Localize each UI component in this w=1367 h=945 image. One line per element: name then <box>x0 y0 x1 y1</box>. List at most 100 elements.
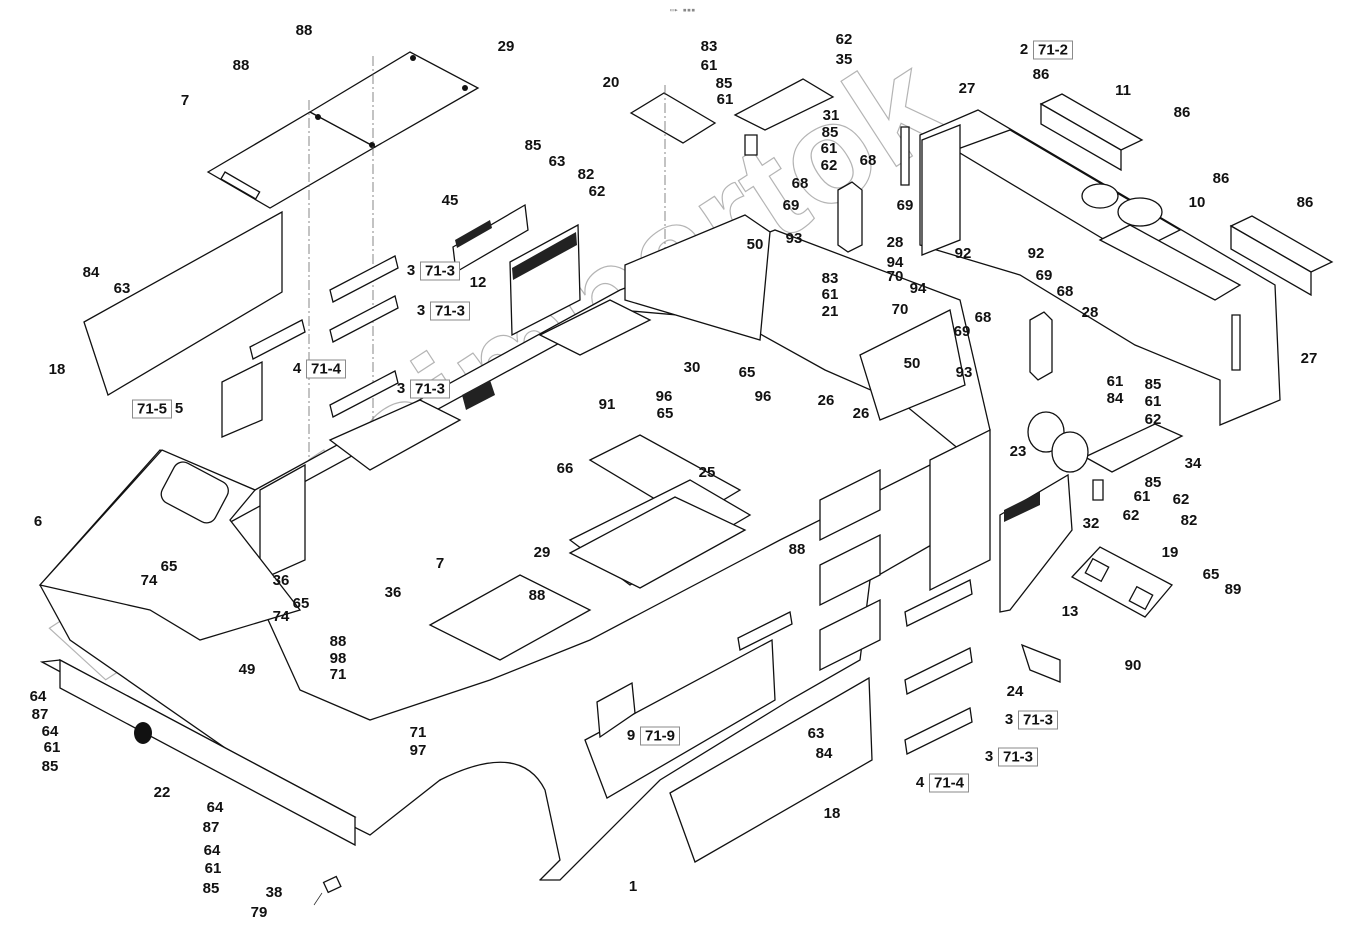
part-callout-83: 83 <box>821 270 839 287</box>
assembly-ref-box[interactable]: 71-9 <box>640 726 681 746</box>
part-callout-71: 71 <box>329 666 347 683</box>
part-callout-65: 65 <box>1202 566 1220 583</box>
part-callout-2: 2 <box>1019 41 1029 58</box>
part-callout-70: 70 <box>891 301 909 318</box>
rear-frame-2 <box>920 110 1280 425</box>
part-callout-96: 96 <box>754 388 772 405</box>
part-callout-94: 94 <box>886 254 904 271</box>
part-callout-64: 64 <box>41 723 59 740</box>
part-callout-64: 64 <box>29 688 47 705</box>
step-bracket-3-d <box>905 580 972 626</box>
bracket-4-a <box>250 320 305 359</box>
part-callout-6: 6 <box>33 513 43 530</box>
access-cover-9 <box>597 683 635 737</box>
part-callout-10: 10 <box>1188 194 1206 211</box>
part-callout-28: 28 <box>1081 304 1099 321</box>
bracket-32 <box>1093 480 1103 500</box>
assembly-ref-box[interactable]: 71-3 <box>410 379 451 399</box>
cover-plate-20 <box>631 93 715 143</box>
part-callout-86: 86 <box>1212 170 1230 187</box>
part-callout-61: 61 <box>1133 488 1151 505</box>
part-callout-34: 34 <box>1184 455 1202 472</box>
part-callout-36: 36 <box>384 584 402 601</box>
part-callout-3: 3 <box>396 380 406 397</box>
bracket-3-c <box>330 371 398 417</box>
part-callout-25: 25 <box>698 464 716 481</box>
plate-35 <box>735 79 833 130</box>
part-callout-64: 64 <box>203 842 221 859</box>
rear-bumper-22 <box>42 660 355 845</box>
part-callout-65: 65 <box>656 405 674 422</box>
assembly-ref-box[interactable]: 71-3 <box>998 747 1039 767</box>
part-callout-90: 90 <box>1124 657 1142 674</box>
part-callout-85: 85 <box>41 758 59 775</box>
part-callout-62: 62 <box>820 157 838 174</box>
part-callout-84: 84 <box>1106 390 1124 407</box>
part-callout-61: 61 <box>700 57 718 74</box>
assembly-ref-box[interactable]: 71-3 <box>420 261 461 281</box>
part-callout-29: 29 <box>497 38 515 55</box>
bracket-3-a <box>330 256 398 302</box>
part-callout-61: 61 <box>1144 393 1162 410</box>
plate-27-right <box>1232 315 1240 370</box>
part-callout-74: 74 <box>140 572 158 589</box>
part-callout-88: 88 <box>788 541 806 558</box>
part-callout-4: 4 <box>915 774 925 791</box>
part-callout-28: 28 <box>886 234 904 251</box>
part-callout-98: 98 <box>329 650 347 667</box>
box-10 <box>1231 216 1332 295</box>
part-callout-61: 61 <box>43 739 61 756</box>
assembly-ref-box[interactable]: 71-4 <box>929 773 970 793</box>
part-callout-92: 92 <box>1027 245 1045 262</box>
part-callout-63: 63 <box>113 280 131 297</box>
part-callout-87: 87 <box>202 819 220 836</box>
part-callout-62: 62 <box>588 183 606 200</box>
part-callout-4: 4 <box>292 360 302 377</box>
part-callout-89: 89 <box>1224 581 1242 598</box>
part-callout-7: 7 <box>435 555 445 572</box>
side-panel-18-left <box>84 212 282 395</box>
part-callout-65: 65 <box>292 595 310 612</box>
part-callout-85: 85 <box>1144 376 1162 393</box>
part-callout-71: 71 <box>409 724 427 741</box>
part-callout-24: 24 <box>1006 683 1024 700</box>
part-callout-84: 84 <box>82 264 100 281</box>
assembly-ref-box[interactable]: 71-3 <box>1018 710 1059 730</box>
part-callout-20: 20 <box>602 74 620 91</box>
part-callout-83: 83 <box>700 38 718 55</box>
part-callout-31: 31 <box>822 107 840 124</box>
part-callout-68: 68 <box>974 309 992 326</box>
assembly-ref-box[interactable]: 71-4 <box>306 359 347 379</box>
cover-panel-29-center <box>570 497 745 588</box>
step-bracket-4-b <box>738 612 792 650</box>
part-callout-45: 45 <box>441 192 459 209</box>
assembly-ref-box[interactable]: 71-2 <box>1033 40 1074 60</box>
part-callout-18: 18 <box>823 805 841 822</box>
part-callout-22: 22 <box>153 784 171 801</box>
part-callout-84: 84 <box>815 745 833 762</box>
part-callout-88: 88 <box>295 22 313 39</box>
plate-34 <box>1085 424 1182 472</box>
part-callout-27: 27 <box>1300 350 1318 367</box>
part-callout-82: 82 <box>1180 512 1198 529</box>
part-callout-82: 82 <box>577 166 595 183</box>
part-callout-85: 85 <box>524 137 542 154</box>
part-callout-88: 88 <box>232 57 250 74</box>
part-callout-86: 86 <box>1296 194 1314 211</box>
part-callout-93: 93 <box>955 364 973 381</box>
part-callout-3: 3 <box>406 262 416 279</box>
box-11 <box>1041 94 1142 170</box>
part-callout-85: 85 <box>715 75 733 92</box>
assembly-ref-box[interactable]: 71-5 <box>132 399 173 419</box>
page-marker: ▭▸ ▪▪▪ <box>670 6 696 14</box>
part-callout-21: 21 <box>821 303 839 320</box>
part-callout-65: 65 <box>160 558 178 575</box>
part-callout-26: 26 <box>852 405 870 422</box>
part-callout-68: 68 <box>1056 283 1074 300</box>
part-callout-63: 63 <box>807 725 825 742</box>
part-callout-87: 87 <box>31 706 49 723</box>
part-callout-61: 61 <box>204 860 222 877</box>
assembly-ref-box[interactable]: 71-3 <box>430 301 471 321</box>
part-callout-93: 93 <box>785 230 803 247</box>
